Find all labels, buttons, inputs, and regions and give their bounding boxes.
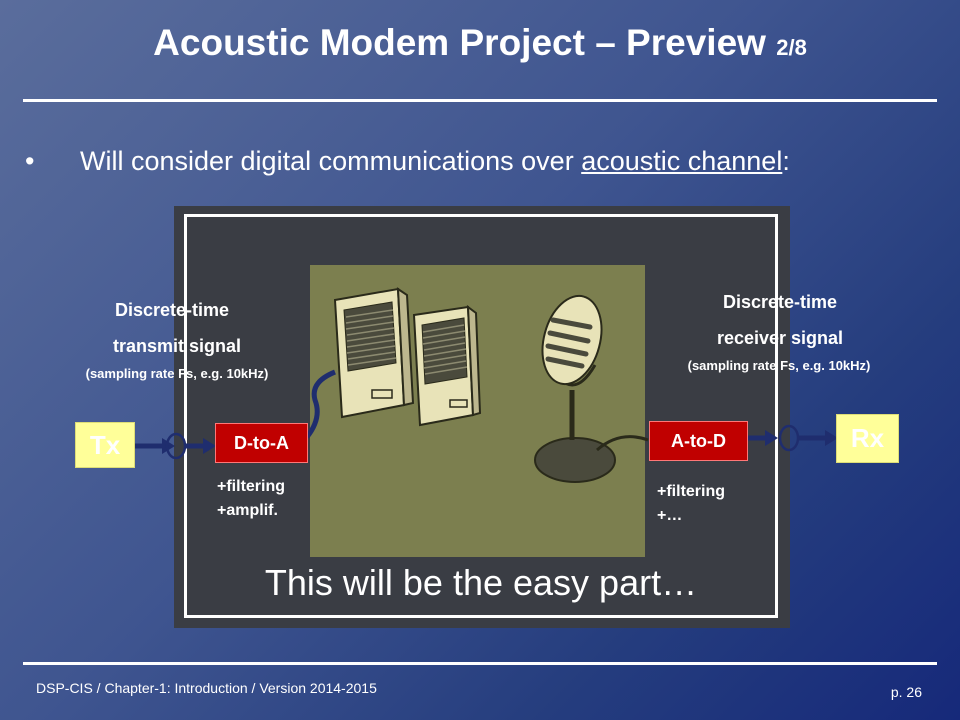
bullet-marker: • <box>25 146 35 176</box>
footer-text: DSP-CIS / Chapter-1: Introduction / Vers… <box>36 680 377 696</box>
microphone-icon <box>534 294 616 483</box>
speaker-icon <box>412 304 482 427</box>
slide-title: Acoustic Modem Project – Preview 2/8 <box>0 22 960 64</box>
adc-notes: +filtering +… <box>657 480 725 528</box>
adc-note-filtering: +filtering <box>657 483 726 500</box>
speaker-icon <box>333 287 415 419</box>
diagram-frame <box>184 214 778 618</box>
bullet-post: : <box>782 146 790 176</box>
rx-box: Rx <box>836 414 899 463</box>
bullet-pre: Will consider digital communications ove… <box>80 146 582 176</box>
slide-title-text: Acoustic Modem Project – Preview <box>153 22 766 63</box>
dac-note-filtering: +filtering <box>217 478 286 495</box>
bullet-link: acoustic channel <box>581 146 783 176</box>
tx-label-line3: (sampling rate Fs, e.g. 10kHz) <box>85 366 269 381</box>
adc-box: A-to-D <box>649 421 748 461</box>
page-number: p. 26 <box>890 684 922 700</box>
speaker-mic-illustration <box>310 265 645 557</box>
dac-box: D-to-A <box>215 423 308 463</box>
bullet-text: Will consider digital communications ove… <box>80 146 790 177</box>
dac-notes: +filtering +amplif. <box>217 475 285 523</box>
rx-label-line3: (sampling rate Fs, e.g. 10kHz) <box>687 358 871 373</box>
tx-label-line2: transmit signal <box>112 336 242 356</box>
rx-label-line1: Discrete-time <box>722 292 838 312</box>
tx-label-line1: Discrete-time <box>114 300 230 320</box>
footer-divider <box>23 662 937 665</box>
tx-box: Tx <box>75 422 135 468</box>
title-divider <box>23 99 937 102</box>
rx-label-line2: receiver signal <box>716 328 844 348</box>
dac-note-amplif: +amplif. <box>217 502 278 519</box>
slide-number: 2/8 <box>776 35 807 60</box>
adc-note-more: +… <box>657 507 683 524</box>
diagram-caption: This will be the easy part… <box>264 562 698 603</box>
